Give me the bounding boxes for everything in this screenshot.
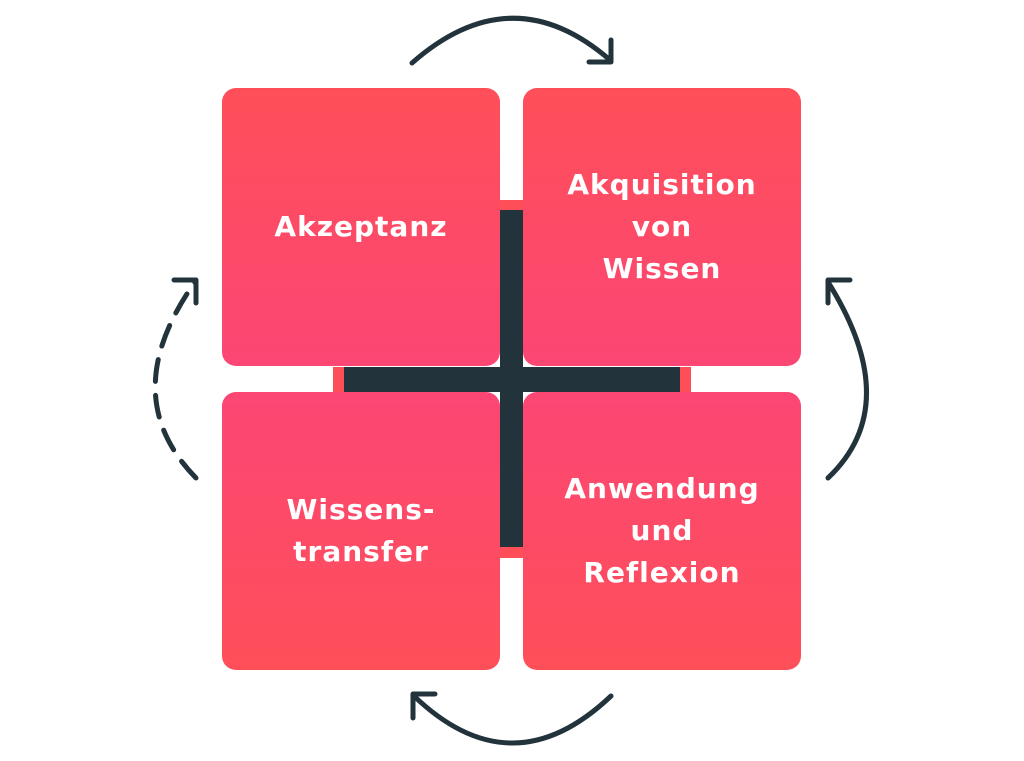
cross-cap-top xyxy=(500,200,523,212)
step-tile-anwendung: Anwendung und Reflexion xyxy=(523,392,801,670)
arrow-top-icon xyxy=(409,15,614,66)
step-tile-akzeptanz: Akzeptanz xyxy=(222,88,500,366)
arrow-bottom-icon xyxy=(410,691,614,746)
cross-horizontal-bar xyxy=(344,367,680,392)
arrow-left-dashed-icon xyxy=(152,277,199,481)
step-label: Akquisition von Wissen xyxy=(567,168,757,285)
step-label: Akzeptanz xyxy=(274,210,448,243)
step-tile-akquisition: Akquisition von Wissen xyxy=(523,88,801,366)
cross-cap-right xyxy=(679,367,691,392)
step-tile-wissenstransfer: Wissens- transfer xyxy=(222,392,500,670)
arrow-right-icon xyxy=(825,277,869,481)
step-label: Anwendung und Reflexion xyxy=(564,472,760,589)
cross-cap-bottom xyxy=(500,546,523,558)
cross-cap-left xyxy=(333,367,345,392)
step-label: Wissens- transfer xyxy=(286,493,436,568)
